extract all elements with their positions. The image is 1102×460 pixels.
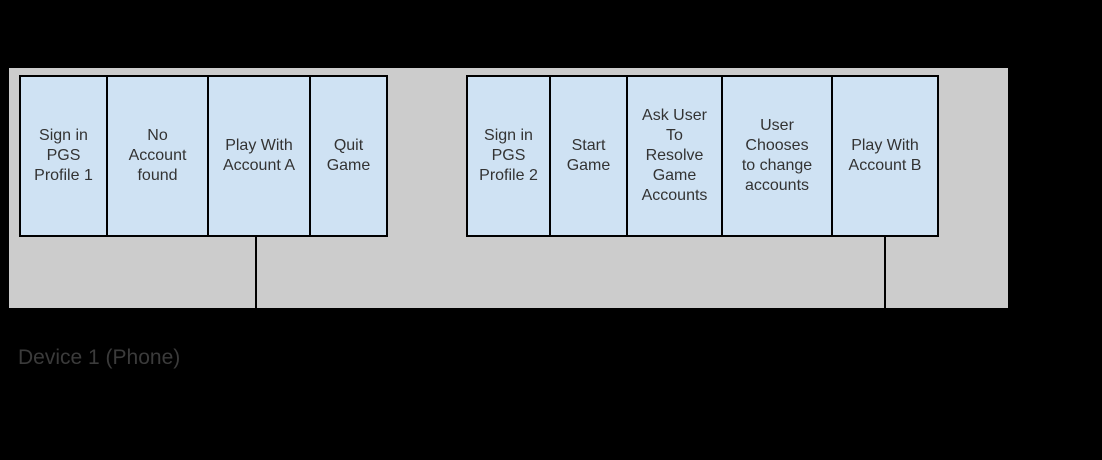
flow-box-start-game: Start Game bbox=[549, 75, 628, 237]
flow-box-user-chooses-to-change-accounts: User Chooses to change accounts bbox=[721, 75, 833, 237]
flow-box-sign-in-pgs-profile-2: Sign in PGS Profile 2 bbox=[466, 75, 551, 237]
flow-group-device-2-session: Sign in PGS Profile 2 Start Game Ask Use… bbox=[466, 75, 939, 237]
flow-box-sign-in-pgs-profile-1: Sign in PGS Profile 1 bbox=[19, 75, 108, 237]
device-1-lane-label: Device 1 (Phone) bbox=[18, 346, 181, 369]
connector-from-play-with-account-b bbox=[884, 237, 886, 308]
flow-box-play-with-account-a: Play With Account A bbox=[207, 75, 311, 237]
device-1-swimlane: Sign in PGS Profile 1 No Account found P… bbox=[9, 68, 1008, 369]
flow-box-play-with-account-b: Play With Account B bbox=[831, 75, 939, 237]
flow-group-device-1: Sign in PGS Profile 1 No Account found P… bbox=[19, 75, 388, 237]
connector-from-play-with-account-a bbox=[255, 237, 257, 308]
flow-box-ask-user-to-resolve-game-accounts: Ask User To Resolve Game Accounts bbox=[626, 75, 723, 237]
flow-box-no-account-found: No Account found bbox=[106, 75, 209, 237]
flow-box-quit-game: Quit Game bbox=[309, 75, 388, 237]
